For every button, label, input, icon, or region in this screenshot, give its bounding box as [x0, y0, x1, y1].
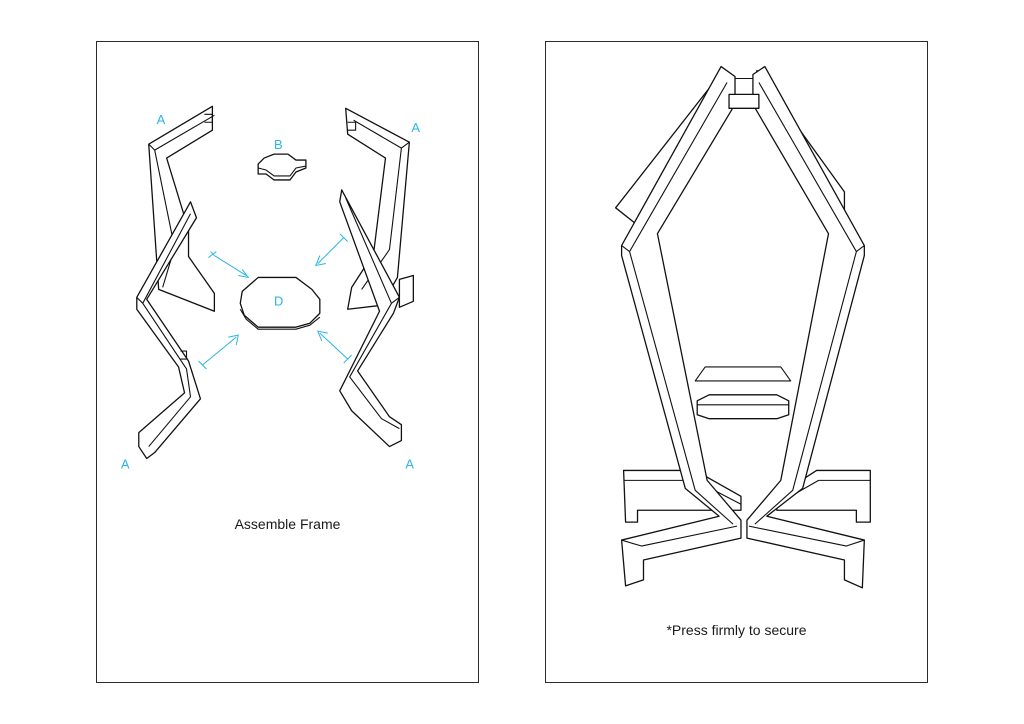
label-a-top-left: A — [157, 112, 166, 127]
panel-press-firmly: *Press firmly to secure — [545, 41, 928, 683]
caption-press-firmly: *Press firmly to secure — [666, 622, 807, 638]
caption-assemble-frame: Assemble Frame — [234, 516, 341, 532]
assembly-diagram: B D A — [121, 105, 420, 471]
label-a-top-right: A — [411, 120, 420, 135]
front-leg-right — [746, 65, 865, 589]
back-feet — [622, 469, 871, 523]
panel-assemble-frame: B D A — [96, 41, 479, 683]
part-a-bottom-left — [136, 201, 202, 460]
label-b: B — [274, 137, 283, 152]
label-a-bottom-left: A — [121, 456, 130, 471]
top-clip — [728, 77, 760, 109]
part-a-bottom-right — [339, 189, 414, 448]
label-a-bottom-right: A — [405, 456, 414, 471]
label-d: D — [274, 293, 283, 308]
part-b: B — [257, 137, 307, 181]
part-d: D — [239, 276, 321, 330]
front-leg-left — [620, 65, 742, 587]
assembled-frame-illustration — [614, 65, 871, 589]
seat — [694, 366, 792, 420]
assembly-arrows — [198, 233, 353, 370]
